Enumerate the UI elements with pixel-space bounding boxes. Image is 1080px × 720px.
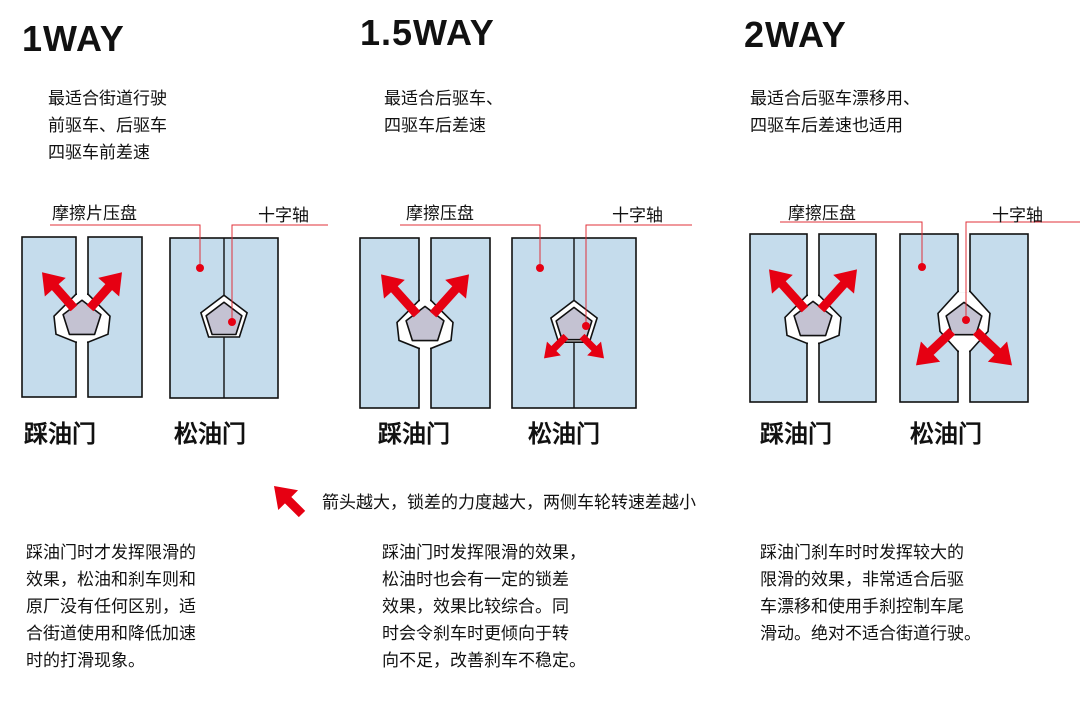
legend-text: 箭头越大，锁差的力度越大，两侧车轮转速差越小 bbox=[322, 493, 696, 513]
leader-line bbox=[965, 221, 1080, 320]
plate-label-1-5way: 摩擦压盘 bbox=[406, 204, 474, 224]
released-diagram bbox=[169, 237, 279, 399]
pressed-diagram bbox=[749, 233, 877, 403]
red-arrow-icon bbox=[916, 328, 956, 366]
shaft-label-2way: 十字轴 bbox=[992, 206, 1043, 226]
plate-gap bbox=[959, 233, 969, 293]
red-arrow-icon bbox=[86, 272, 122, 312]
desc-2way: 最适合后驱车漂移用、 四驱车后差速也适用 bbox=[750, 89, 920, 136]
leader-line bbox=[780, 221, 923, 267]
plate-label-2way: 摩擦压盘 bbox=[788, 204, 856, 224]
cross-shaft bbox=[205, 301, 243, 336]
plate-gap bbox=[808, 341, 818, 403]
red-arrow-icon bbox=[544, 333, 569, 359]
plate-gap bbox=[808, 233, 818, 301]
leader-line bbox=[400, 224, 541, 268]
press-label-1-5way: 踩油门 bbox=[378, 420, 450, 448]
red-arrow-icon bbox=[579, 333, 604, 359]
leader-line bbox=[585, 224, 692, 326]
leader-dot bbox=[228, 318, 236, 326]
released-diagram bbox=[511, 237, 637, 409]
leader-dot bbox=[918, 263, 926, 271]
released-diagram bbox=[899, 233, 1029, 403]
desc-1-5way: 最适合后驱车、 四驱车后差速 bbox=[384, 89, 503, 136]
press-label-1way: 踩油门 bbox=[24, 420, 96, 448]
red-arrow-icon bbox=[429, 274, 469, 318]
body-1way: 踩油门时才发挥限滑的 效果，松油和刹车则和 原厂没有任何区别，适 合街道使用和降… bbox=[26, 543, 196, 671]
title-1-5way: 1.5WAY bbox=[360, 12, 495, 53]
plate-gap bbox=[420, 237, 430, 306]
plate-gap bbox=[77, 340, 87, 398]
red-arrow-icon bbox=[42, 272, 78, 312]
press-label-2way: 踩油门 bbox=[760, 420, 832, 448]
red-arrow-icon bbox=[769, 269, 809, 313]
body-1-5way: 踩油门时发挥限滑的效果， 松油时也会有一定的锁差 效果，效果比较综合。同 时会令… bbox=[382, 543, 586, 671]
leader-line bbox=[50, 224, 201, 268]
title-2way: 2WAY bbox=[744, 14, 847, 55]
plate-label-1way: 摩擦片压盘 bbox=[52, 204, 137, 224]
plate-gap bbox=[420, 346, 430, 409]
release-label-2way: 松油门 bbox=[910, 420, 982, 448]
release-label-1way: 松油门 bbox=[174, 420, 246, 448]
red-arrow-icon bbox=[381, 274, 421, 318]
leader-dot bbox=[196, 264, 204, 272]
pressed-diagram bbox=[21, 236, 143, 398]
cross-shaft bbox=[555, 306, 593, 341]
plate-gap bbox=[77, 236, 87, 300]
leader-dot bbox=[536, 264, 544, 272]
desc-1way: 最适合街道行驶 前驱车、后驱车 四驱车前差速 bbox=[48, 89, 167, 163]
release-label-1-5way: 松油门 bbox=[528, 420, 600, 448]
red-arrow-icon bbox=[972, 328, 1012, 366]
leader-line bbox=[231, 224, 328, 322]
shaft-label-1way: 十字轴 bbox=[258, 206, 309, 226]
shaft-label-1-5way: 十字轴 bbox=[612, 206, 663, 226]
title-1way: 1WAY bbox=[22, 18, 125, 59]
red-arrow-icon bbox=[274, 486, 306, 518]
plate-gap bbox=[959, 349, 969, 403]
leader-dot bbox=[582, 322, 590, 330]
leader-dot bbox=[962, 316, 970, 324]
red-arrow-icon bbox=[817, 269, 857, 313]
pressed-diagram bbox=[359, 237, 491, 409]
body-2way: 踩油门刹车时时发挥较大的 限滑的效果，非常适合后驱 车漂移和使用手刹控制车尾 滑… bbox=[760, 543, 981, 644]
